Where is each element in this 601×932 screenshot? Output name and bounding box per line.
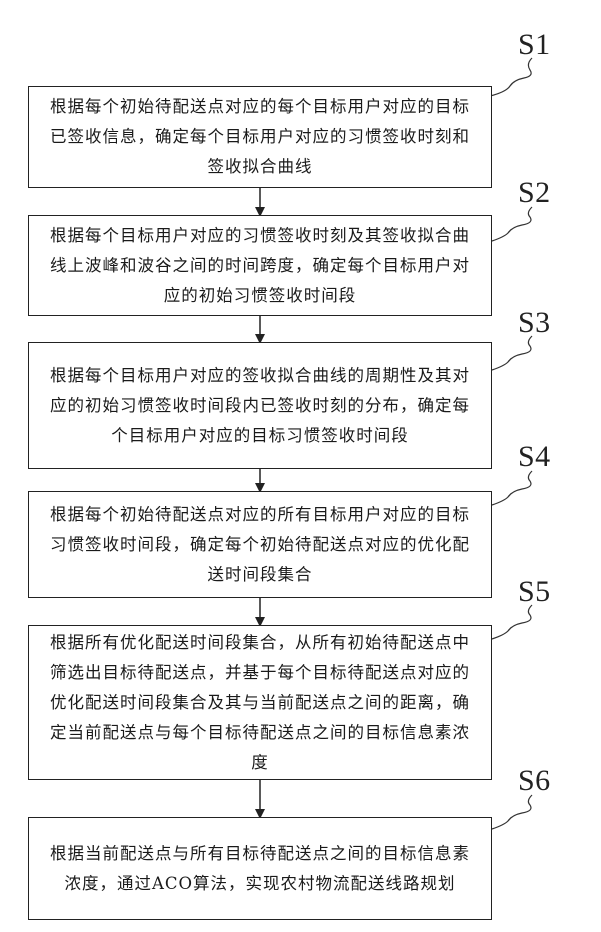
step-box-s4: 根据每个初始待配送点对应的所有目标用户对应的目标习惯签收时间段，确定每个初始待配… bbox=[28, 491, 492, 598]
leader-line-s4 bbox=[492, 471, 532, 505]
step-label-s3: S3 bbox=[518, 308, 551, 338]
step-label-s1: S1 bbox=[518, 30, 551, 60]
leader-line-s6 bbox=[492, 795, 532, 829]
step-text-s4: 根据每个初始待配送点对应的所有目标用户对应的目标习惯签收时间段，确定每个初始待配… bbox=[43, 500, 477, 590]
step-box-s1: 根据每个初始待配送点对应的每个目标用户对应的目标已签收信息，确定每个目标用户对应… bbox=[28, 86, 492, 188]
step-text-s6: 根据当前配送点与所有目标待配送点之间的目标信息素浓度，通过ACO算法，实现农村物… bbox=[43, 839, 477, 899]
step-label-s5: S5 bbox=[518, 577, 551, 607]
leader-line-s2 bbox=[492, 207, 532, 241]
leader-line-s3 bbox=[492, 336, 532, 370]
step-label-s4: S4 bbox=[518, 442, 551, 472]
step-box-s5: 根据所有优化配送时间段集合，从所有初始待配送点中筛选出目标待配送点，并基于每个目… bbox=[28, 625, 492, 780]
step-box-s2: 根据每个目标用户对应的习惯签收时刻及其签收拟合曲线上波峰和波谷之间的时间跨度，确… bbox=[28, 215, 492, 316]
step-text-s1: 根据每个初始待配送点对应的每个目标用户对应的目标已签收信息，确定每个目标用户对应… bbox=[43, 92, 477, 182]
step-box-s6: 根据当前配送点与所有目标待配送点之间的目标信息素浓度，通过ACO算法，实现农村物… bbox=[28, 817, 492, 920]
step-text-s3: 根据每个目标用户对应的签收拟合曲线的周期性及其对应的初始习惯签收时间段内已签收时… bbox=[43, 361, 477, 451]
step-label-s6: S6 bbox=[518, 766, 551, 796]
step-text-s2: 根据每个目标用户对应的习惯签收时刻及其签收拟合曲线上波峰和波谷之间的时间跨度，确… bbox=[43, 221, 477, 311]
leader-line-s1 bbox=[490, 58, 532, 96]
leader-line-s5 bbox=[492, 605, 532, 639]
step-text-s5: 根据所有优化配送时间段集合，从所有初始待配送点中筛选出目标待配送点，并基于每个目… bbox=[43, 628, 477, 778]
step-label-s2: S2 bbox=[518, 178, 551, 208]
step-box-s3: 根据每个目标用户对应的签收拟合曲线的周期性及其对应的初始习惯签收时间段内已签收时… bbox=[28, 342, 492, 469]
